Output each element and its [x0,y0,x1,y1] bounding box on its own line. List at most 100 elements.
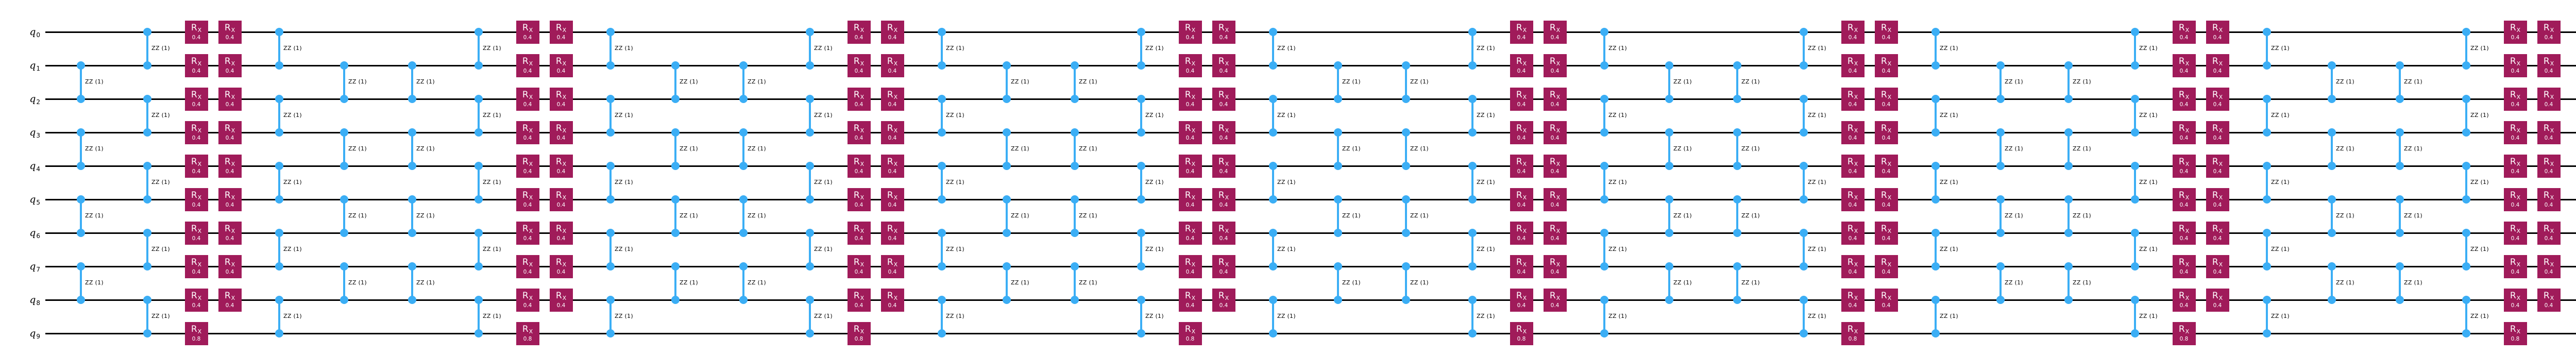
rzz-control-dot [2263,162,2271,170]
rzz-connector-line [742,266,744,300]
rzz-control-dot [1468,61,1477,70]
rx-gate-value: 0.4 [1185,101,1195,108]
rx-gate-symbol: RX [2510,190,2521,201]
rzz-control-dot [1600,229,1608,237]
rzz-control-dot [1665,162,1673,170]
rzz-control-dot [2263,329,2271,337]
rzz-control-dot [2131,61,2139,70]
rzz-connector-line [478,32,480,65]
rx-gate-value: 0.4 [556,268,566,275]
rx-gate-symbol: RX [887,89,898,100]
rzz-control-dot [1334,229,1342,237]
rx-gate-symbol: RX [2543,223,2554,234]
rx-gate-symbol: RX [2212,190,2223,201]
rx-gate-symbol: RX [1516,89,1527,100]
rx-gate-symbol: RX [1549,257,1561,268]
rzz-control-dot [1931,229,1940,237]
rzz-control-dot [938,61,946,70]
rx-gate-value: 0.4 [192,235,201,242]
rzz-control-dot [1468,329,1477,337]
rx-gate-value: 0.4 [225,67,234,74]
rx-gate-value: 0.4 [2179,268,2189,275]
rzz-connector-line [1803,233,1805,266]
rzz-gate-label: ZZ (1) [615,44,633,52]
rx-gate-value: 0.4 [1848,302,1857,309]
qubit-index: 6 [36,232,40,240]
rx-gate-value: 0.8 [2179,335,2189,342]
rzz-gate-label: ZZ (1) [1145,178,1164,185]
rzz-control-dot [77,128,85,137]
rx-gate-symbol: RX [2212,22,2223,33]
rzz-control-dot [806,229,814,237]
rzz-connector-line [2331,199,2333,233]
rzz-control-dot [1334,296,1342,304]
rzz-control-dot [1003,229,1011,237]
rzz-control-dot [1334,95,1342,103]
rx-gate-value: 0.8 [1517,335,1526,342]
rzz-control-dot [739,128,748,137]
rx-gate-value: 0.4 [1517,168,1526,175]
rzz-control-dot [1931,61,1940,70]
rzz-control-dot [606,296,615,304]
rx-gate-symbol: RX [555,290,567,301]
rzz-control-dot [1931,162,1940,170]
rx-gate-value: 0.4 [225,134,234,141]
rzz-control-dot [1665,262,1673,271]
rzz-control-dot [1665,95,1673,103]
rzz-control-dot [1137,128,1145,137]
rzz-gate-label: ZZ (1) [615,111,633,119]
rx-gate-symbol: RX [1549,156,1561,167]
rx-gate-value: 0.4 [2213,101,2222,108]
qubit-name: q [29,194,36,205]
rzz-control-dot [2328,95,2336,103]
rzz-connector-line [278,300,280,333]
rzz-control-dot [1137,95,1145,103]
rzz-gate-label: ZZ (1) [2005,145,2023,152]
rzz-gate-label: ZZ (1) [151,245,170,252]
rzz-control-dot [1996,262,2005,271]
rx-gate-symbol: RX [2543,123,2554,134]
rzz-gate-label: ZZ (1) [814,312,833,319]
rzz-control-dot [1800,61,1808,70]
rzz-connector-line [609,300,612,333]
rzz-connector-line [1935,166,1937,199]
rx-gate-value: 0.4 [1550,34,1560,41]
qubit-wire-q5 [45,198,2576,200]
rzz-control-dot [1800,28,1808,36]
rx-gate-value: 0.4 [523,67,532,74]
rx-gate-value: 0.4 [1517,101,1526,108]
rzz-control-dot [2263,95,2271,103]
rzz-control-dot [1003,162,1011,170]
rx-gate-symbol: RX [887,156,898,167]
rzz-control-dot [2328,296,2336,304]
rx-gate-value: 0.4 [225,302,234,309]
rzz-control-dot [1334,128,1342,137]
rx-gate-symbol: RX [853,290,865,301]
qubit-index: 4 [36,165,40,173]
rzz-control-dot [1665,229,1673,237]
rx-gate-value: 0.8 [523,335,532,342]
rzz-control-dot [474,329,483,337]
rzz-connector-line [1736,199,1738,233]
rzz-control-dot [2131,128,2139,137]
rx-gate-value: 0.4 [1517,34,1526,41]
rx-gate-symbol: RX [522,56,533,67]
rzz-connector-line [2134,32,2136,65]
